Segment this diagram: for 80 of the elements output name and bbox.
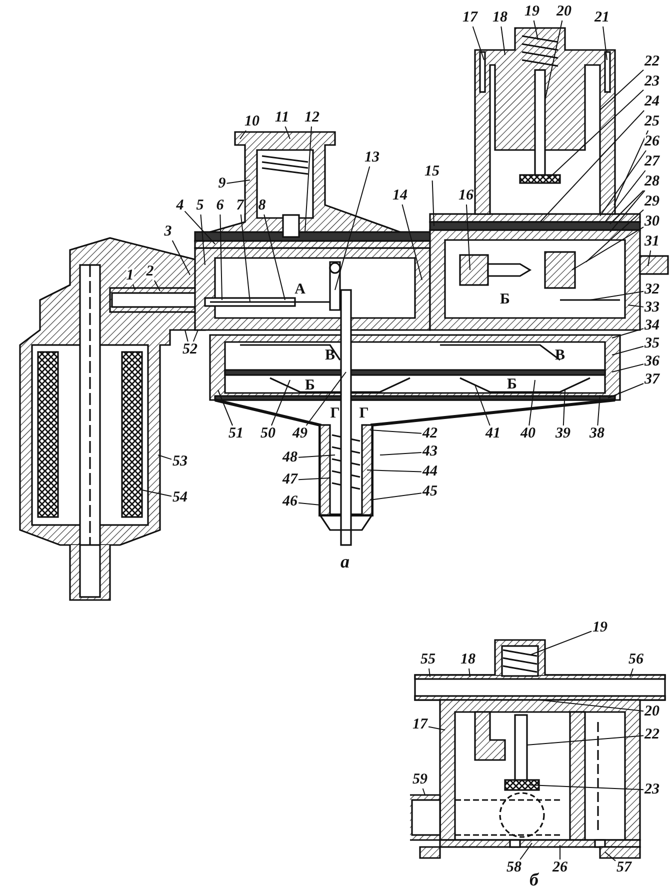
leader-line (306, 372, 346, 426)
leader-line (610, 190, 644, 224)
leader-line (468, 668, 470, 678)
leader-line (158, 454, 172, 460)
leader-line (366, 470, 422, 472)
leader-line (184, 210, 216, 244)
chamber-letter: Б (507, 378, 517, 392)
leader-line (132, 284, 136, 290)
leader-line (612, 364, 644, 372)
leader-line (628, 304, 644, 308)
leader-line (528, 380, 536, 426)
leader-line (597, 394, 600, 426)
leader-line (432, 180, 434, 226)
leader-line (270, 380, 290, 426)
leader-line (600, 69, 644, 110)
leader-line (334, 166, 370, 290)
leader-line (422, 788, 426, 796)
leader-line (612, 346, 644, 356)
leader-line (630, 668, 634, 678)
leader-line (604, 170, 646, 222)
leader-line (172, 240, 190, 276)
chamber-letter: Б (305, 378, 315, 394)
leader-line (192, 330, 198, 342)
leader-line (614, 130, 649, 206)
leader-line (428, 726, 446, 730)
leader-line (544, 20, 563, 100)
leader-line (648, 250, 652, 266)
leader-line (472, 26, 484, 60)
leader-line (548, 89, 644, 180)
callout-number: 1 (126, 268, 134, 284)
leader-line (562, 390, 566, 426)
leader-line (520, 842, 532, 860)
leader-line (240, 130, 246, 140)
leader-line (602, 26, 608, 60)
leader-line (612, 328, 644, 338)
leader-line (402, 204, 422, 280)
leader-line (474, 384, 490, 426)
chamber-letter: Б (500, 292, 510, 308)
view-label: б (530, 872, 538, 887)
leader-line (466, 204, 470, 270)
chamber-letter: Г (359, 406, 369, 422)
leader-line (530, 784, 644, 790)
leader-line (500, 26, 506, 56)
leader-line (610, 190, 646, 232)
leader-line (600, 150, 647, 216)
leader-line (540, 110, 645, 222)
leader-line (184, 330, 188, 342)
chamber-letter: А (294, 282, 306, 298)
leader-line (200, 214, 206, 266)
leader-line (533, 20, 538, 40)
leader-line (142, 490, 172, 497)
leader-line (608, 382, 644, 398)
leader-line (154, 280, 160, 292)
leader-line (370, 430, 422, 434)
leader-line (264, 214, 286, 300)
callout-number: 2 (146, 264, 154, 280)
leader-line (540, 700, 644, 712)
leader-line (240, 214, 250, 302)
leader-line (218, 390, 234, 426)
leader-line (572, 226, 644, 270)
leader-line (380, 452, 422, 456)
leader-line (220, 214, 222, 300)
leader-line (428, 668, 430, 678)
leader-line (530, 630, 592, 656)
leader-line (604, 852, 616, 862)
callout-number: 4 (176, 198, 184, 214)
view-label: а (340, 554, 350, 570)
leader-line (304, 126, 312, 232)
leader-line (590, 290, 644, 300)
leader-line (586, 209, 644, 262)
leader-line (526, 735, 644, 746)
leader-line (298, 478, 330, 480)
leader-line (370, 492, 422, 500)
chamber-letter: В (325, 348, 335, 364)
leader-line (298, 502, 320, 506)
leader-line (226, 180, 250, 184)
chamber-letter: Г (330, 406, 340, 422)
leader-line (284, 126, 290, 140)
leader-line (298, 454, 336, 458)
callout-number: 7 (236, 198, 244, 214)
